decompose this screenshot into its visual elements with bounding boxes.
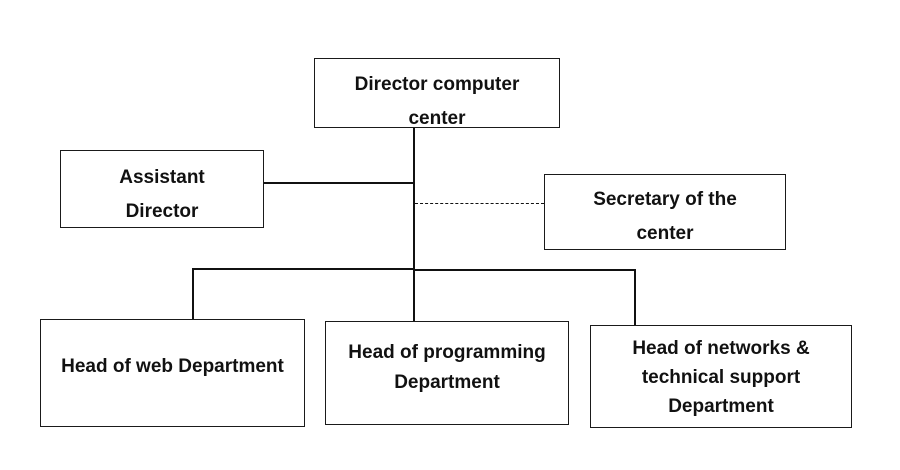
node-networks-department: Head of networks & technical support Dep… <box>590 325 852 428</box>
node-assistant-director: Assistant Director <box>60 150 264 228</box>
node-director-label: Director computer center <box>354 74 520 129</box>
node-networks-department-label: Head of networks & technical support Dep… <box>632 338 810 417</box>
node-programming-department: Head of programming Department <box>325 321 569 425</box>
node-web-department: Head of web Department <box>40 319 305 427</box>
node-programming-department-label: Head of programming Department <box>348 342 546 393</box>
connector-departments-right <box>414 269 634 271</box>
node-web-department-label: Head of web Department <box>61 356 284 377</box>
connector-secretary-dashed <box>415 203 544 204</box>
node-secretary: Secretary of the center <box>544 174 786 250</box>
connector-assistant <box>264 182 413 184</box>
connector-trunk <box>413 128 415 322</box>
node-director: Director computer center <box>314 58 560 129</box>
node-assistant-director-label: Assistant Director <box>119 167 205 222</box>
connector-departments-left <box>192 268 414 270</box>
connector-web-department <box>192 268 194 321</box>
node-secretary-label: Secretary of the center <box>593 189 737 244</box>
connector-networks-department <box>634 269 636 326</box>
